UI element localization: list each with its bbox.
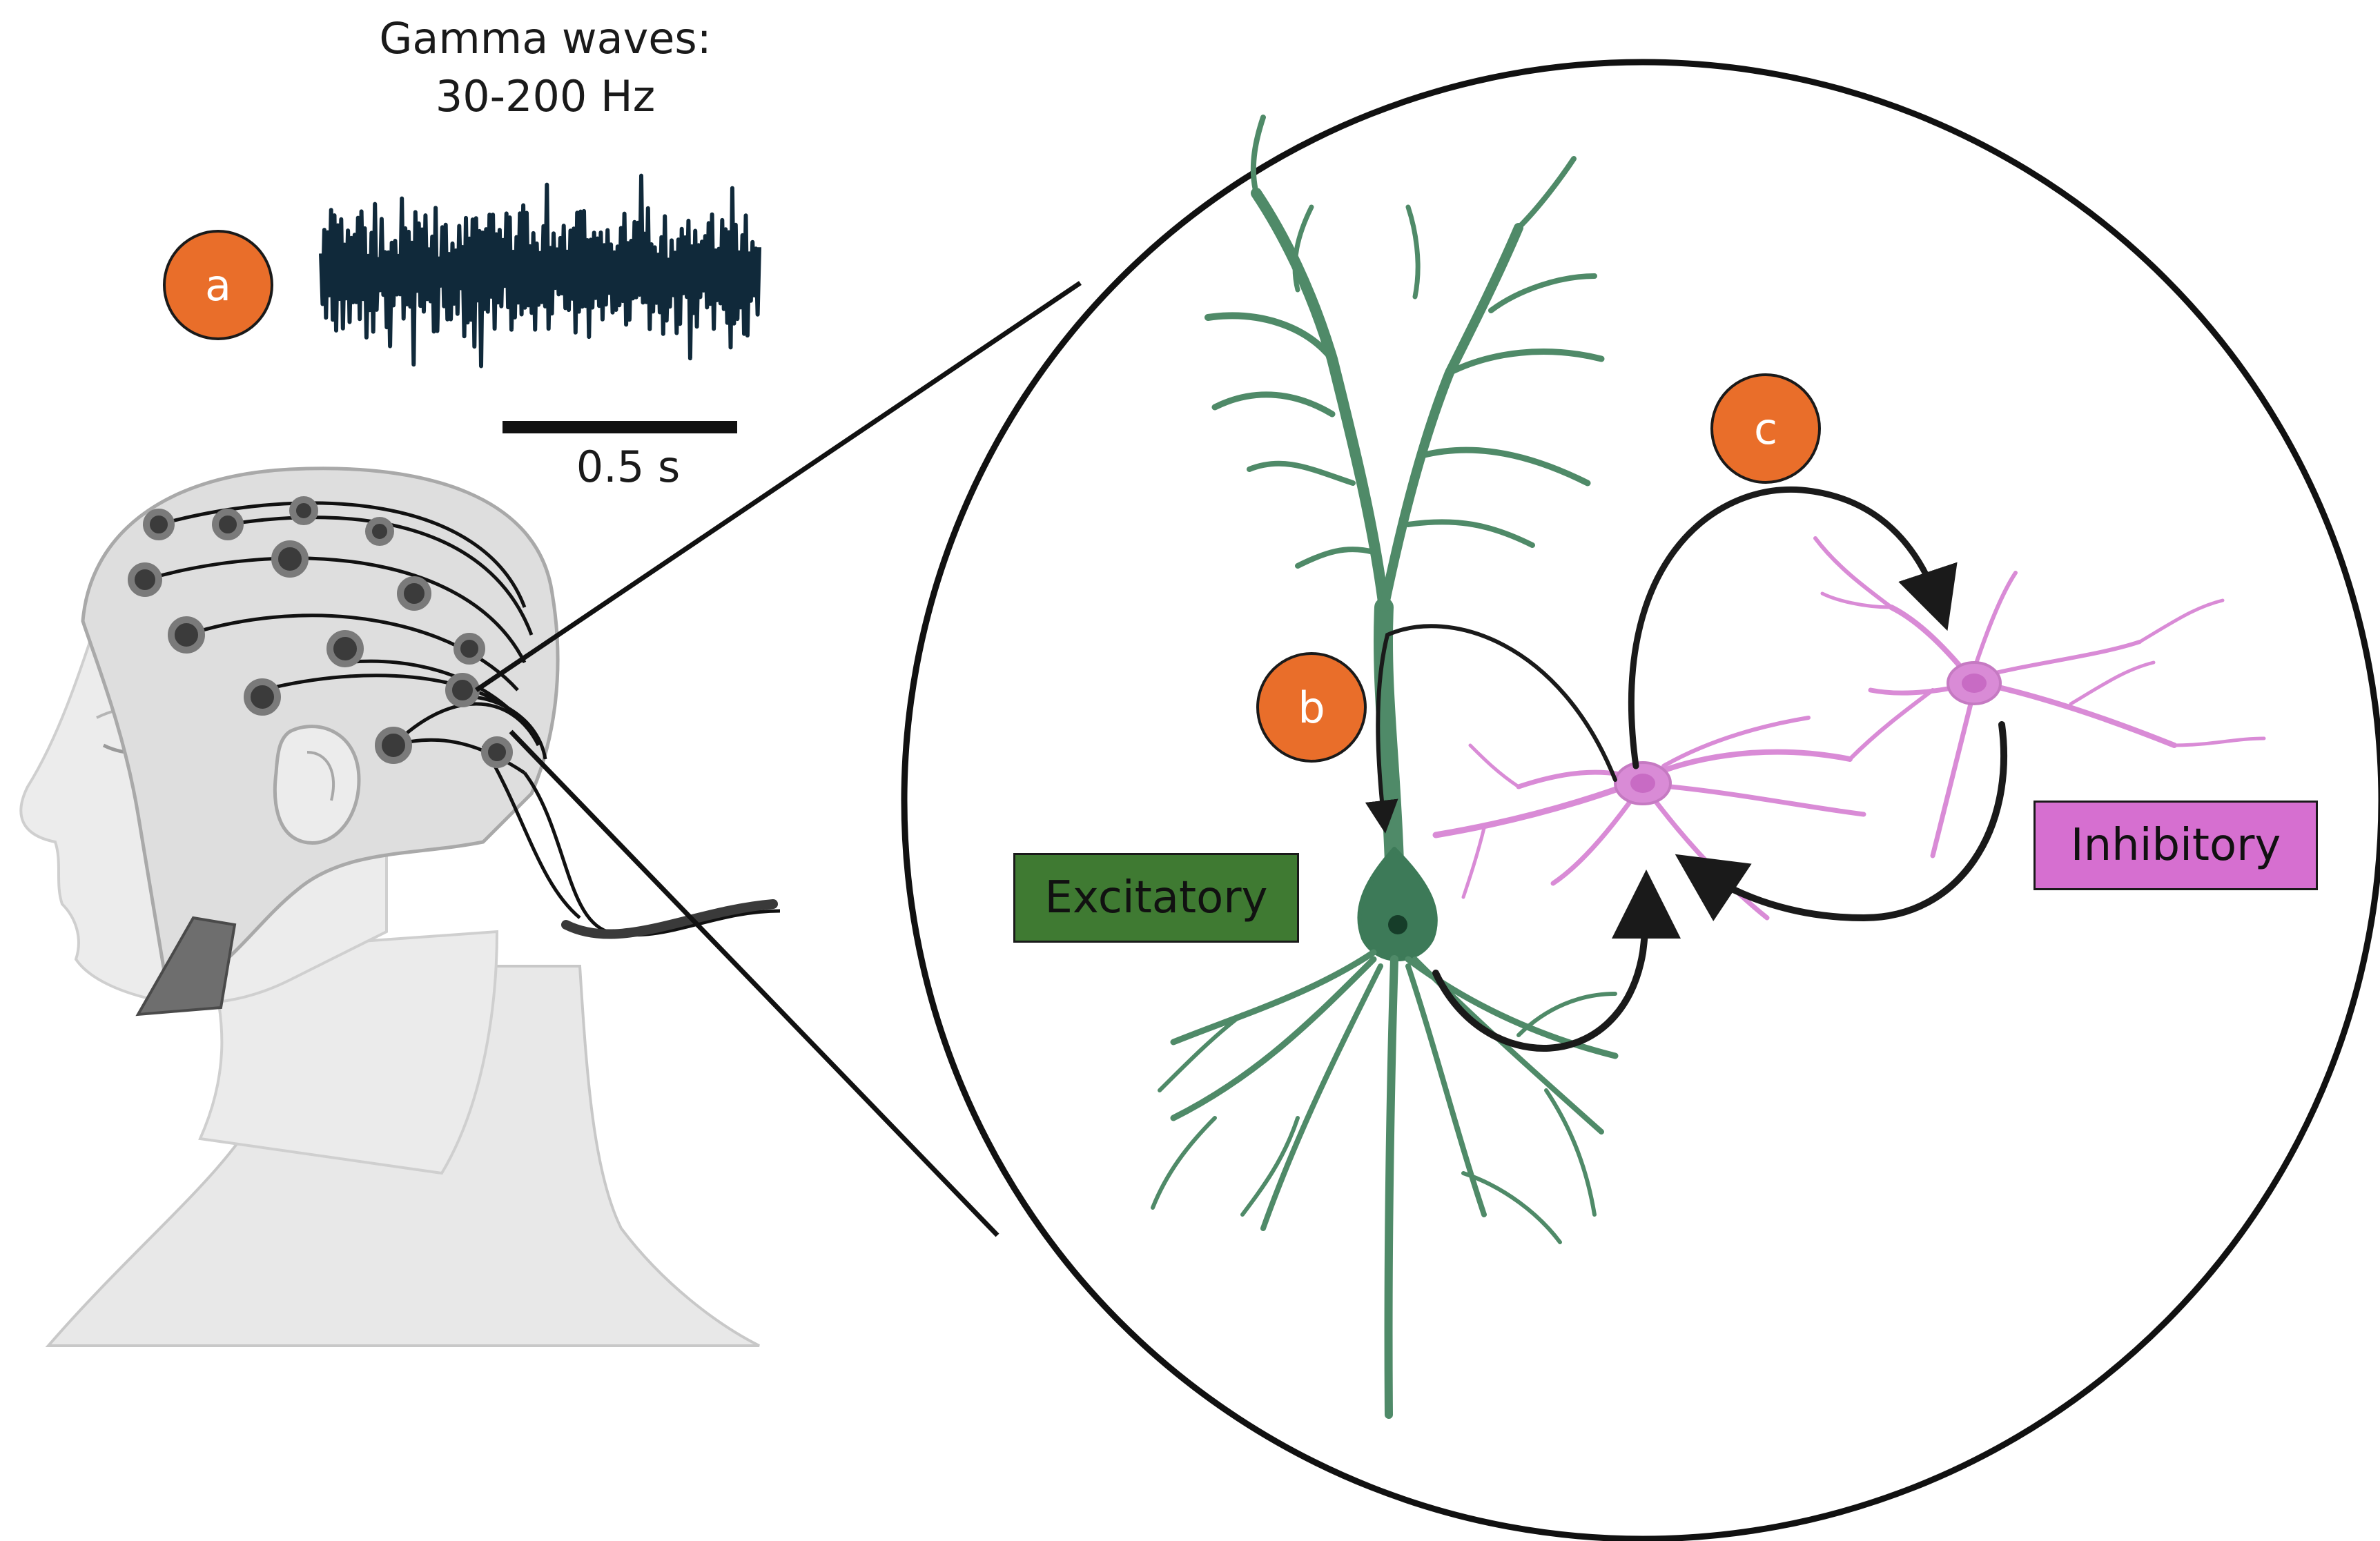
gamma-wave-title-line1: Gamma waves: <box>379 13 712 63</box>
badge-a: a <box>163 230 273 340</box>
gamma-wave-title-line2: 30-200 Hz <box>435 71 656 121</box>
gamma-wave-title: Gamma waves: 30-200 Hz <box>324 10 766 126</box>
scale-bar <box>503 421 737 433</box>
eeg-trace <box>319 173 761 369</box>
arrow-excitatory-to-inhibitory <box>1432 870 1681 1052</box>
arrow-to-right-inhibitory <box>1628 486 1958 769</box>
inhibitory-label: Inhibitory <box>2033 801 2318 890</box>
badge-c: c <box>1710 373 1821 484</box>
arrow-right-to-middle-inhibitory <box>1675 721 2008 922</box>
badge-b: b <box>1256 652 1367 763</box>
head-with-eeg-cap <box>19 467 781 1347</box>
scale-bar-label: 0.5 s <box>576 442 681 492</box>
zoom-line-bottom <box>509 729 999 1237</box>
zoom-line-top <box>475 281 1082 692</box>
eeg-electrodes <box>128 496 513 768</box>
excitatory-label: Excitatory <box>1013 853 1299 943</box>
arrow-inhibitory-to-excitatory <box>1365 624 1617 834</box>
connection-arrows <box>1365 486 2008 1052</box>
